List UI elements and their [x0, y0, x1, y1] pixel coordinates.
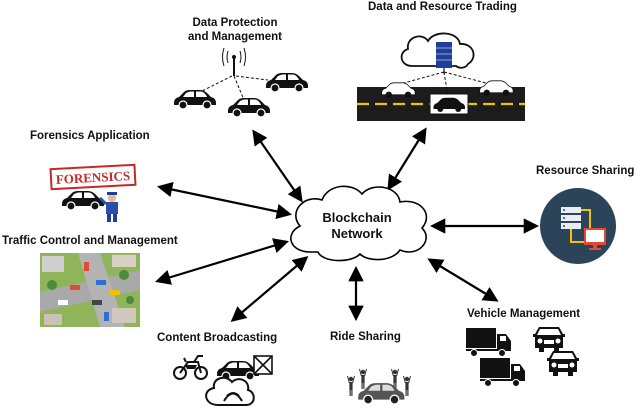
blockchain-cloud-icon [290, 185, 428, 262]
arrow-forensics [156, 181, 293, 220]
person-icon [359, 368, 367, 390]
car-icon [61, 190, 105, 211]
arrow-content-broadcasting [230, 256, 309, 322]
data-trading-icon [357, 32, 525, 121]
vehicle-management-icon [465, 327, 579, 387]
car-front-icon [547, 351, 579, 376]
label-vehicle-management: Vehicle Management [467, 308, 581, 320]
car-icon [227, 97, 271, 118]
label-forensics: Forensics Application [30, 130, 150, 142]
label-data-trading: Data and Resource Trading [368, 1, 517, 13]
hub-line2: Network [331, 226, 383, 241]
arrow-traffic-control [155, 238, 289, 285]
forensics-sign-text: FORENSICS [55, 168, 130, 187]
ride-sharing-icon [347, 368, 411, 405]
resource-sharing-icon [540, 188, 616, 264]
person-icon [403, 375, 411, 397]
car-front-icon [533, 327, 565, 352]
arrow-data-trading [387, 127, 427, 191]
label-data-protection: Data Protection and Management [170, 16, 300, 44]
truck-icon [465, 327, 512, 357]
label-content-broadcasting: Content Broadcasting [157, 332, 278, 344]
arrow-data-protection [252, 129, 303, 203]
arrow-vehicle-management [427, 258, 499, 302]
traffic-control-icon [40, 253, 140, 327]
car-icon [173, 89, 217, 110]
hub-line1: Blockchain [322, 210, 392, 225]
connection-arrows [155, 127, 540, 322]
car-icon [265, 72, 309, 93]
blockchain-network-label: Blockchain Network [302, 210, 412, 242]
label-ride-sharing: Ride Sharing [330, 331, 401, 343]
data-protection-icon [173, 47, 309, 118]
label-resource-sharing: Resource Sharing [536, 165, 635, 177]
label-traffic-control: Traffic Control and Management [2, 235, 178, 247]
label-data-protection-line2: and Management [188, 31, 282, 43]
label-data-protection-line1: Data Protection [192, 17, 278, 29]
person-icon [347, 375, 355, 397]
content-broadcasting-icon [173, 355, 273, 406]
forensics-icon: FORENSICS [49, 163, 137, 222]
truck-icon [479, 357, 526, 387]
